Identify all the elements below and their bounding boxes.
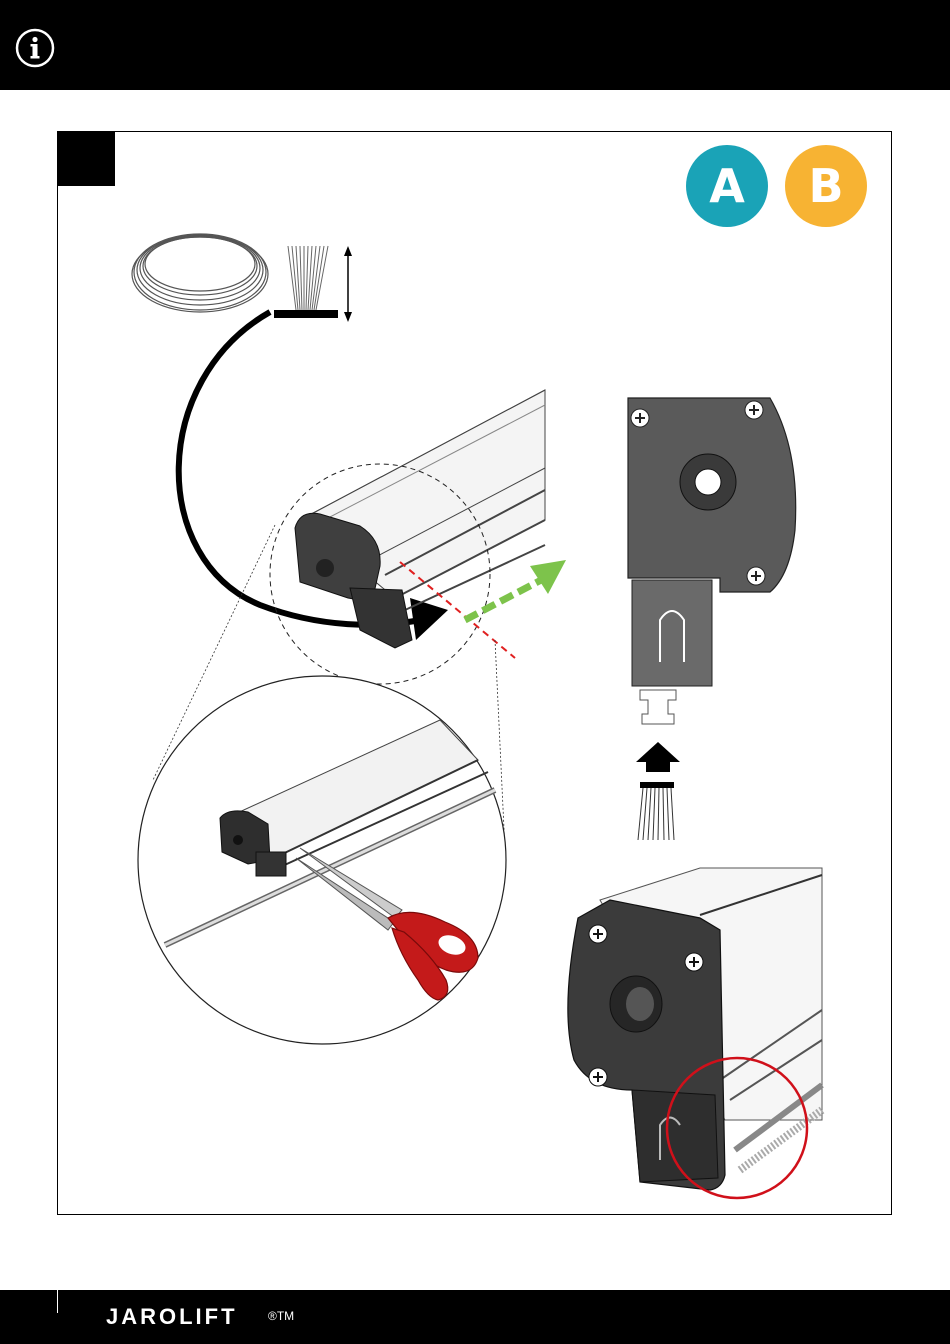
insert-brush-up-arrow — [636, 742, 680, 840]
assembled-end-cap-view — [568, 868, 822, 1190]
pull-direction-arrow — [465, 578, 545, 620]
brush-profile-icon — [274, 246, 352, 322]
page-marker — [57, 1290, 58, 1313]
cutting-detail-zoom — [138, 676, 506, 1044]
end-cap-front-view — [628, 398, 796, 724]
brand-logo: JAROLIFT — [106, 1306, 238, 1328]
brush-strip-coil — [132, 234, 268, 312]
trademark-mark: ®TM — [268, 1308, 294, 1324]
pull-arrow-head — [530, 560, 566, 594]
